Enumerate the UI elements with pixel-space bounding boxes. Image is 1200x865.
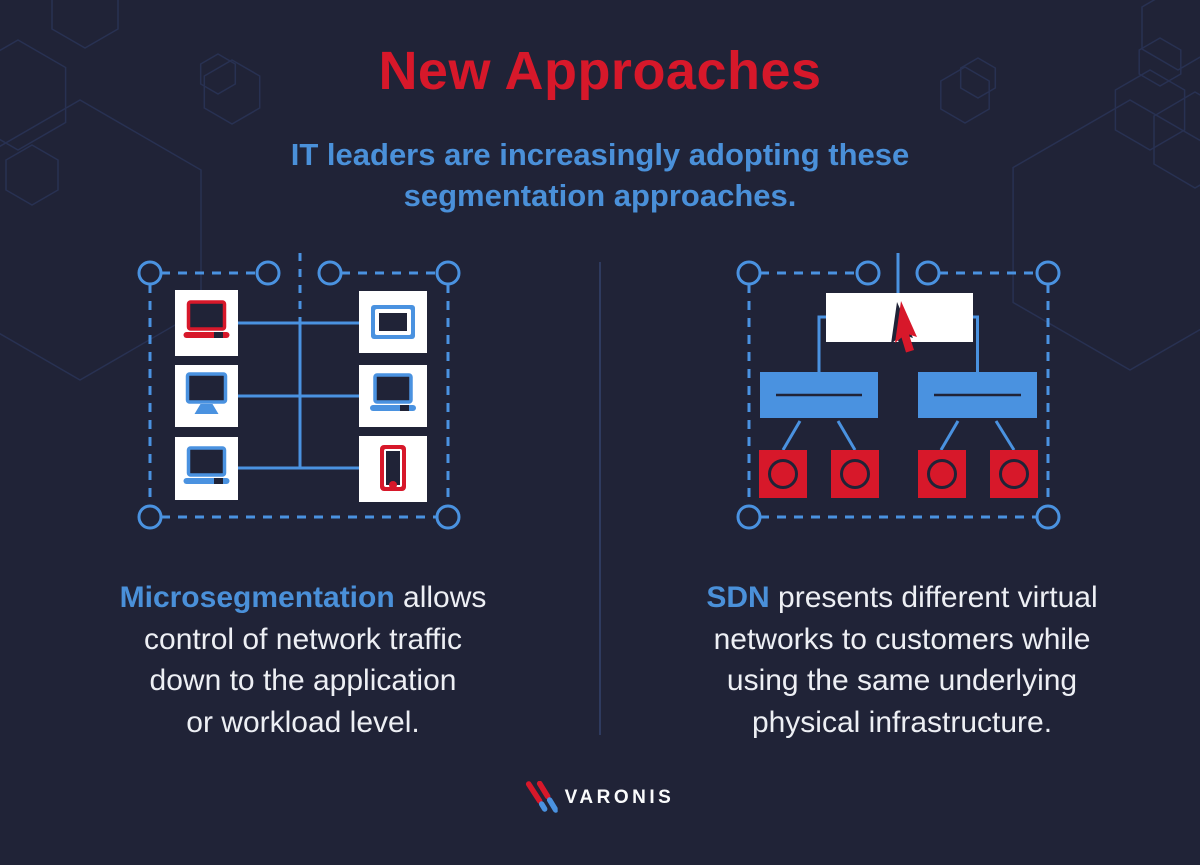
endpoint-node — [990, 450, 1038, 498]
laptop-icon — [183, 446, 230, 484]
laptop-icon — [183, 300, 230, 338]
handle-circle — [736, 504, 762, 530]
page-title: New Approaches — [378, 41, 822, 101]
switch-node — [760, 372, 878, 418]
device-card — [359, 291, 427, 353]
sdn-diagram — [736, 253, 1061, 530]
device-card — [175, 290, 238, 356]
handle-circle — [435, 504, 461, 530]
laptop-icon — [370, 373, 416, 411]
hexagon-icon — [203, 59, 261, 125]
selection-handles — [736, 260, 1061, 530]
device-card — [359, 436, 427, 502]
handle-circle — [435, 260, 461, 286]
varonis-logo: VARONIS — [525, 781, 675, 815]
handle-circle — [855, 260, 881, 286]
device-card — [359, 365, 427, 427]
microsegmentation-diagram — [137, 253, 461, 530]
handle-circle — [915, 260, 941, 286]
monitor-icon — [185, 372, 228, 414]
varonis-logo-text: VARONIS — [564, 787, 675, 808]
handle-circle — [255, 260, 281, 286]
cursor-icon — [891, 301, 917, 354]
endpoint-node — [831, 450, 879, 498]
tree-links — [781, 253, 1016, 451]
hexagon-icon — [1153, 91, 1200, 189]
caption-sdn: SDN presents different virtual networks … — [637, 577, 1167, 743]
hexagon-icon — [51, 0, 119, 49]
handle-circle — [317, 260, 343, 286]
hexagon-icon — [959, 57, 997, 99]
hexagon-icon — [940, 66, 990, 124]
hexagon-icon — [5, 144, 59, 206]
selection-border — [747, 271, 1050, 519]
hexagon-pattern — [0, 0, 1200, 381]
network-links — [238, 321, 359, 470]
phone-icon — [380, 445, 406, 491]
hexagon-icon — [1114, 69, 1186, 151]
handle-circle — [736, 260, 762, 286]
endpoint-node — [918, 450, 966, 498]
endpoint-node — [759, 450, 807, 498]
page-subtitle: IT leaders are increasingly adopting the… — [290, 137, 910, 213]
hexagon-icon — [199, 53, 237, 95]
controller-node — [826, 293, 973, 354]
caption-right-text: presents different virtual networks to c… — [713, 581, 1098, 739]
device-card — [175, 365, 238, 427]
device-card — [175, 437, 238, 500]
caption-microsegmentation: Microsegmentation allows control of netw… — [38, 577, 568, 743]
handle-circle — [1035, 260, 1061, 286]
handle-circle — [1035, 504, 1061, 530]
handle-circle — [137, 504, 163, 530]
hexagon-icon — [1012, 99, 1200, 371]
hexagon-icon — [0, 99, 202, 381]
selection-handles — [137, 260, 461, 530]
handle-circle — [137, 260, 163, 286]
tablet-icon — [371, 305, 415, 339]
switch-node — [918, 372, 1037, 418]
hexagon-icon — [1141, 0, 1200, 71]
selection-border — [148, 253, 450, 519]
caption-right-highlight: SDN — [706, 581, 770, 614]
hexagon-icon — [1138, 37, 1182, 87]
varonis-logo-icon — [525, 781, 558, 813]
caption-left-text: allows control of network traffic down t… — [144, 581, 487, 739]
hexagon-icon — [0, 39, 67, 151]
caption-left-highlight: Microsegmentation — [119, 581, 395, 614]
